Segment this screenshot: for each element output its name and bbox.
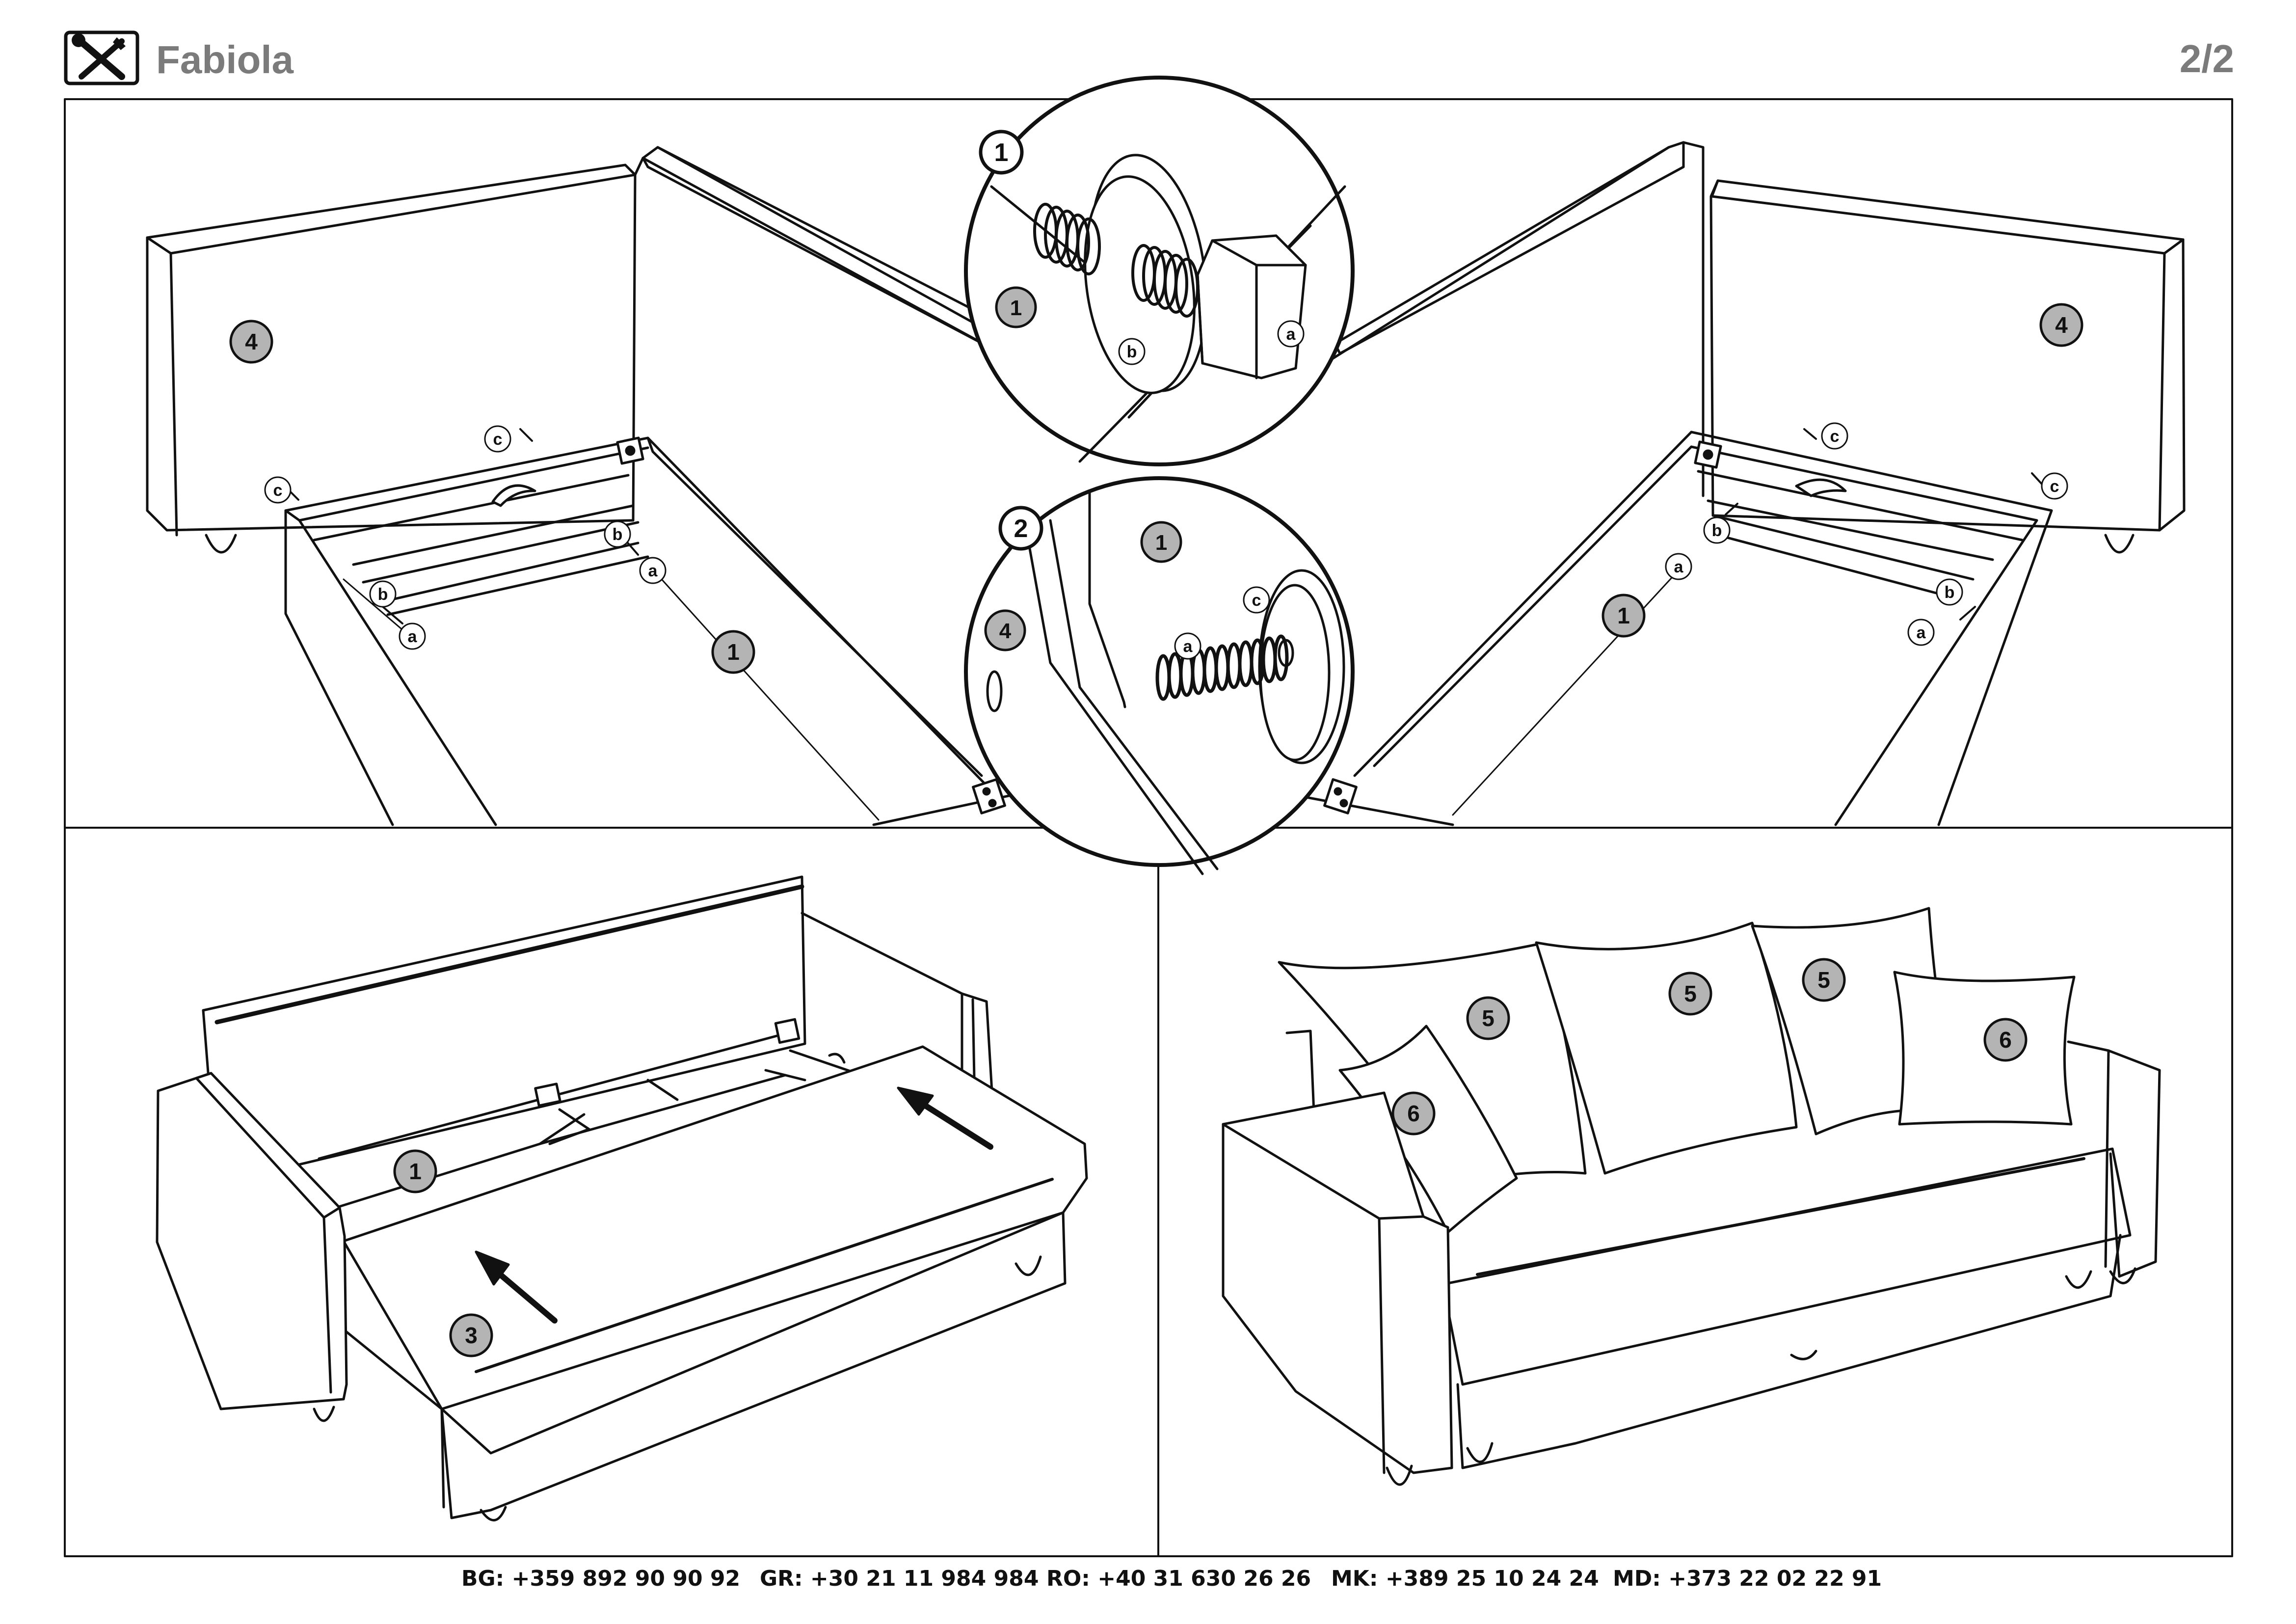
callout-5-label: 5 <box>1817 967 1830 993</box>
callout-a-label: a <box>1286 325 1296 344</box>
contact-md: MD: +373 22 02 22 91 <box>1613 1566 1882 1591</box>
callout-a-label: a <box>1183 637 1193 656</box>
country-code: GR: <box>760 1566 803 1591</box>
callout-4-label: 4 <box>245 329 258 354</box>
callout-1-badge <box>1602 594 1646 638</box>
callout-5-label: 5 <box>1684 981 1697 1006</box>
callout-b-badge <box>1936 578 1963 606</box>
callout-b-label: b <box>1127 343 1137 361</box>
callout-5-badge <box>1802 958 1846 1002</box>
callout-4-badge <box>984 609 1026 651</box>
contact-ro: RO: +40 31 630 26 26 <box>1046 1566 1311 1591</box>
callout-b-label: b <box>1712 521 1722 540</box>
callout-a-badge <box>1665 553 1692 580</box>
callout-a-badge <box>1174 632 1201 660</box>
detail-2-marker <box>998 506 1043 551</box>
callout-1-badge <box>1140 521 1182 563</box>
callout-b-badge <box>604 520 631 548</box>
callout-b-label: b <box>613 525 623 544</box>
callout-1-label: 1 <box>1617 603 1630 628</box>
country-code: RO: <box>1046 1566 1090 1591</box>
callout-6-label: 6 <box>1407 1101 1420 1126</box>
callout-c-label: c <box>1830 427 1840 446</box>
callout-4-badge <box>2039 303 2083 347</box>
callout-1-label: 1 <box>1010 296 1022 320</box>
detail-circle-1 <box>964 76 1355 466</box>
callout-1-badge <box>995 286 1037 328</box>
callout-c-badge <box>264 476 292 504</box>
callout-a-badge <box>1907 619 1935 646</box>
contact-mk: MK: +389 25 10 24 24 <box>1331 1566 1599 1591</box>
callout-4-label: 4 <box>2055 312 2068 338</box>
callout-c-label: c <box>273 481 283 500</box>
callout-3-label: 3 <box>465 1323 478 1348</box>
detail-1-label: 1 <box>994 138 1009 167</box>
detail-circle-2 <box>964 476 1355 875</box>
callout-4-badge <box>229 320 273 364</box>
bottom-left-sofa <box>156 875 1088 1521</box>
bottom-right-sofa <box>1222 907 2161 1486</box>
callout-c-badge <box>1243 586 1270 614</box>
tools-icon <box>64 30 139 85</box>
callout-b-badge <box>1703 516 1731 544</box>
detail-2-label: 2 <box>1014 514 1028 543</box>
callout-6-badge <box>1983 1018 2028 1062</box>
callout-a-label: a <box>1674 558 1684 576</box>
page-number: 2/2 <box>2179 37 2234 81</box>
phone-number: +373 22 02 22 91 <box>1668 1566 1882 1591</box>
country-code: MK: <box>1331 1566 1378 1591</box>
country-code: BG: <box>461 1566 505 1591</box>
contact-bg: BG: +359 892 90 90 92 <box>461 1566 740 1591</box>
callout-5-label: 5 <box>1482 1005 1495 1031</box>
callout-c-label: c <box>2050 477 2059 496</box>
callout-b-label: b <box>1945 583 1955 602</box>
callout-b-badge <box>1118 338 1146 365</box>
callout-c-label: c <box>1252 591 1261 610</box>
callout-a-label: a <box>1917 623 1926 642</box>
callout-1-label: 1 <box>727 639 740 665</box>
phone-number: +30 21 11 984 984 <box>810 1566 1039 1591</box>
callout-5-badge <box>1668 972 1712 1016</box>
callout-6-label: 6 <box>1999 1027 2012 1053</box>
callout-a-badge <box>639 557 667 584</box>
top-left-assembly <box>146 146 1013 826</box>
callout-1-badge <box>711 630 755 674</box>
callout-a-label: a <box>408 627 418 646</box>
callout-3-badge <box>449 1313 493 1357</box>
callout-c-badge <box>2041 472 2068 500</box>
phone-number: +40 31 630 26 26 <box>1097 1566 1311 1591</box>
footer-contacts: BG: +359 892 90 90 92 GR: +30 21 11 984 … <box>0 1566 2296 1600</box>
phone-number: +359 892 90 90 92 <box>511 1566 741 1591</box>
contact-gr: GR: +30 21 11 984 984 <box>760 1566 1039 1591</box>
callout-1-badge <box>393 1149 437 1193</box>
callout-labels: 4 1 c c b b a a 4 1 c c b b a a 1 1 b a … <box>245 138 2068 1348</box>
callout-badges <box>229 130 2083 1357</box>
callout-5-badge <box>1466 996 1510 1040</box>
callout-a-badge <box>1277 320 1305 348</box>
callout-1-label: 1 <box>1155 531 1167 555</box>
callout-c-label: c <box>493 430 503 449</box>
callout-b-label: b <box>378 585 388 604</box>
callout-a-label: a <box>648 562 658 580</box>
callout-c-badge <box>1821 422 1848 450</box>
callout-b-badge <box>369 580 397 608</box>
callout-1-label: 1 <box>409 1159 422 1184</box>
detail-1-marker <box>979 130 1024 175</box>
callout-a-badge <box>399 623 426 650</box>
phone-number: +389 25 10 24 24 <box>1385 1566 1599 1591</box>
country-code: MD: <box>1613 1566 1661 1591</box>
document-title: Fabiola <box>156 38 294 81</box>
callout-4-label: 4 <box>999 619 1012 643</box>
callout-c-badge <box>484 425 511 453</box>
callout-6-badge <box>1391 1091 1436 1136</box>
